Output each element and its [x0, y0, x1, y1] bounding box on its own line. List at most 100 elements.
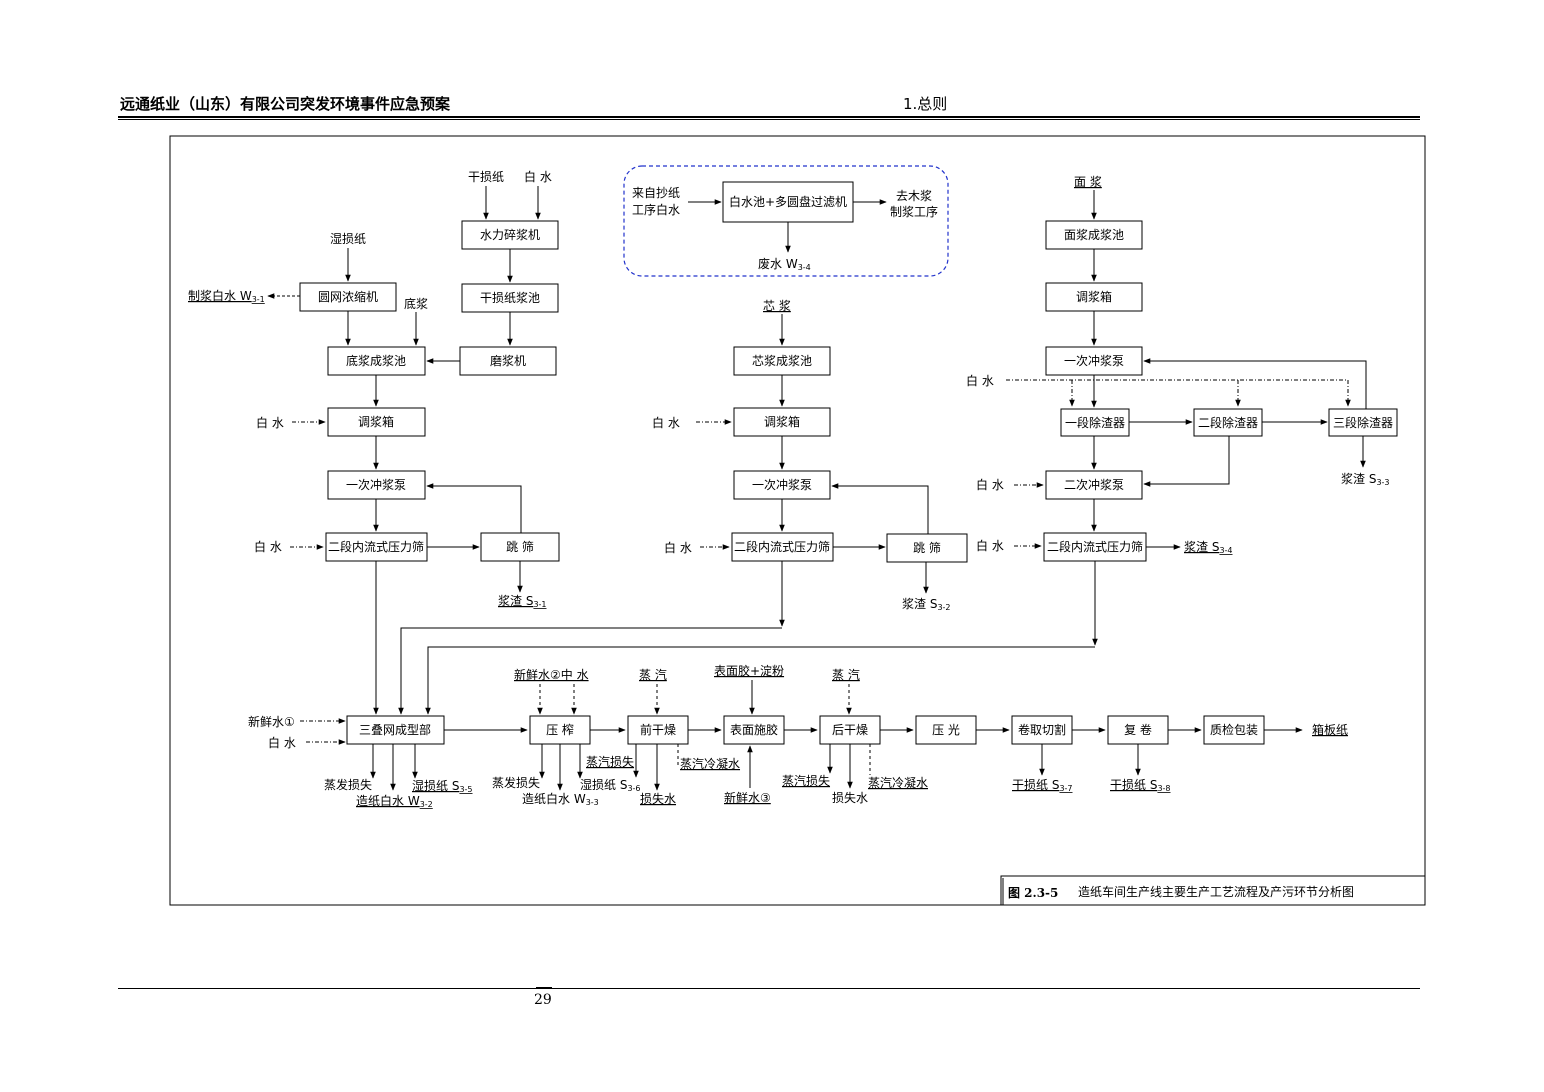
left-jump-screen-label: 跳 筛 — [506, 539, 534, 554]
inset-process-box — [722, 181, 854, 223]
core-head-box — [733, 407, 831, 437]
surface-sizing-box — [723, 715, 785, 745]
left-rejects-label: 浆渣 S3-1 — [498, 593, 547, 609]
core-chest-box — [733, 346, 831, 376]
top-fan-pump1-box — [1045, 346, 1143, 376]
dry-broke-s38-label: 干损纸 S3-8 — [1110, 778, 1171, 793]
left-head-box-label: 调浆箱 — [358, 414, 394, 429]
rewind-box — [1107, 715, 1169, 745]
core-jump-screen-box — [886, 533, 968, 563]
core-rejects-label: 浆渣 S3-2 — [902, 596, 951, 612]
steam-loss-1-label: 蒸汽损失 — [586, 754, 634, 769]
dry-broke-label: 干损纸 — [468, 170, 504, 184]
qc-pack-box — [1203, 715, 1265, 745]
figure-number: 图 2.3-5 — [1008, 886, 1058, 900]
top-stock-label: 面 浆 — [1074, 174, 1102, 189]
core-chest-label: 芯浆成浆池 — [752, 353, 812, 368]
document-title: 远通纸业（山东）有限公司突发环境事件应急预案 — [120, 95, 451, 113]
surface-sizing-label: 表面施胶 — [730, 722, 778, 737]
calender-box — [915, 715, 977, 745]
top-white-water-2: 白 水 — [976, 477, 1004, 492]
pulp-white-water-label: 制浆白水 W3-1 — [188, 288, 265, 304]
top-chest-label: 面浆成浆池 — [1064, 227, 1124, 242]
footer-rule — [118, 988, 1420, 989]
thickener-label: 圆网浓缩机 — [318, 289, 378, 304]
figure-title: 造纸车间生产线主要生产工艺流程及产污环节分析图 — [1078, 884, 1354, 899]
top-white-water-3: 白 水 — [976, 538, 1004, 553]
top-pressure-screen-box — [1043, 532, 1147, 562]
refiner-label: 磨浆机 — [490, 353, 526, 368]
bottom-chest-label: 底浆成浆池 — [346, 353, 406, 368]
hydrapulper-label: 水力碎浆机 — [480, 227, 540, 242]
dry-broke-chest-label: 干损纸浆池 — [480, 290, 540, 305]
paper-white-water-w33-label: 造纸白水 W3-3 — [522, 791, 599, 807]
top-chest-box — [1045, 220, 1143, 250]
press-box — [529, 715, 591, 745]
condensate-2-label: 蒸汽冷凝水 — [868, 775, 928, 790]
fresh-water-3-label: 新鲜水③ — [724, 790, 771, 805]
paper-white-water-w32-label: 造纸白水 W3-2 — [356, 793, 433, 809]
steam-2-label: 蒸 汽 — [832, 667, 860, 682]
press-label: 压 榨 — [546, 722, 574, 737]
core-pressure-screen-box — [731, 532, 834, 562]
top-white-water-1: 白 水 — [966, 373, 994, 388]
left-head-box — [327, 407, 426, 437]
inset-dest-line1: 去木浆 — [896, 188, 932, 203]
fresh-water-2-mid-label: 新鲜水②中 水 — [514, 667, 589, 682]
section-title: 1.总则 — [903, 95, 948, 113]
cleaner-stage3-label: 三段除渣器 — [1333, 415, 1393, 430]
core-stock-label: 芯 浆 — [763, 298, 791, 313]
figure-frame — [169, 135, 1426, 906]
core-jump-screen-label: 跳 筛 — [913, 540, 941, 555]
product-label: 箱板纸 — [1312, 722, 1348, 737]
steam-1-label: 蒸 汽 — [639, 667, 667, 682]
inset-source-line1: 来自抄纸 — [632, 186, 680, 200]
footer-mark — [536, 987, 552, 989]
left-white-water-1: 白 水 — [256, 415, 284, 430]
left-white-water-2: 白 水 — [254, 539, 282, 554]
top-fan-pump1-label: 一次冲浆泵 — [1064, 353, 1124, 368]
sizing-agent-label: 表面胶+淀粉 — [714, 663, 784, 678]
inset-waste-label: 废水 W3-4 — [758, 256, 811, 272]
hydrapulper-box — [461, 220, 559, 250]
calender-label: 压 光 — [932, 723, 960, 737]
header-rule-thin — [118, 119, 1420, 120]
wet-broke-s36-label: 湿损纸 S3-6 — [580, 777, 641, 793]
left-jump-screen-box — [480, 532, 560, 562]
core-fan-pump-box — [733, 470, 831, 500]
reel-cut-label: 卷取切割 — [1018, 722, 1066, 737]
condensate-1-label: 蒸汽冷凝水 — [680, 756, 740, 771]
top-rejects4-label: 浆渣 S3-4 — [1184, 539, 1233, 555]
dry-broke-s37-label: 干损纸 S3-7 — [1012, 778, 1073, 793]
evap-loss-2-label: 蒸发损失 — [492, 775, 540, 790]
qc-pack-label: 质检包装 — [1210, 722, 1258, 737]
after-dryer-label: 后干燥 — [832, 723, 868, 737]
former-label: 三叠网成型部 — [359, 722, 431, 737]
left-fan-pump-box — [327, 470, 426, 500]
evap-loss-1-label: 蒸发损失 — [324, 777, 372, 792]
fresh-water-1-label: 新鲜水① — [248, 714, 295, 729]
pre-dryer-box — [627, 715, 689, 745]
cleaner-stage2-label: 二段除渣器 — [1198, 415, 1258, 430]
steam-loss-2-label: 蒸汽损失 — [782, 773, 830, 788]
pre-dryer-label: 前干燥 — [640, 722, 676, 737]
inset-process-label: 白水池+多圆盘过滤机 — [729, 194, 847, 209]
top-head-box-label: 调浆箱 — [1076, 289, 1112, 304]
inset-frame — [623, 165, 949, 277]
top-fan-pump2-label: 二次冲浆泵 — [1064, 477, 1124, 492]
bottom-stock-label: 底浆 — [404, 296, 428, 311]
core-pressure-screen-label: 二段内流式压力筛 — [734, 539, 830, 554]
rewind-label: 复 卷 — [1124, 722, 1152, 737]
core-white-water-1: 白 水 — [652, 415, 680, 430]
header-rule — [118, 116, 1420, 118]
cleaner-stage1-label: 一段除渣器 — [1065, 415, 1125, 430]
wet-broke-s35-label: 湿损纸 S3-5 — [412, 778, 473, 794]
core-fan-pump-label: 一次冲浆泵 — [752, 477, 812, 492]
core-head-box-label: 调浆箱 — [764, 414, 800, 429]
thickener-box — [299, 282, 397, 312]
page-number: 29 — [534, 992, 552, 1008]
former-box — [346, 715, 445, 745]
loss-water-1-label: 损失水 — [640, 791, 676, 806]
cleaner-stage3-box — [1328, 408, 1398, 437]
after-dryer-box — [819, 715, 881, 745]
